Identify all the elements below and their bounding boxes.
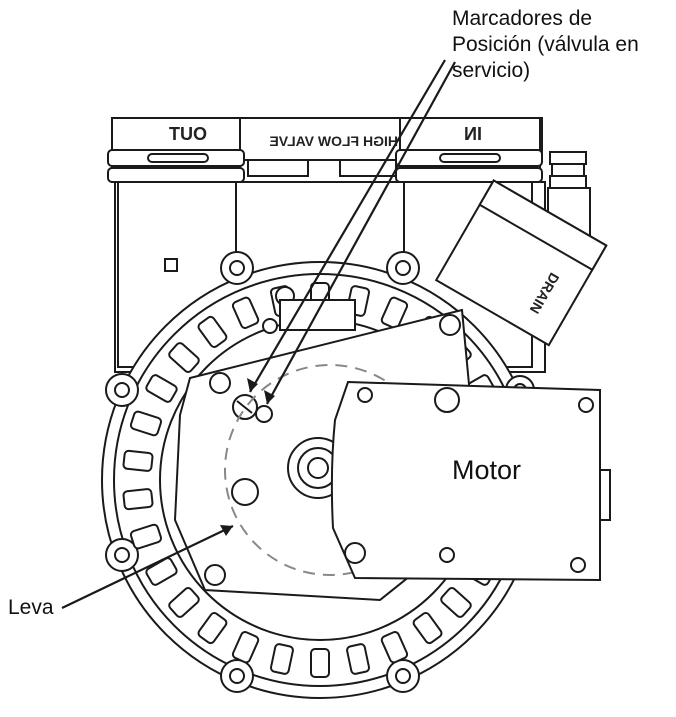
gear-slot (145, 557, 178, 586)
gear-slot (197, 612, 228, 645)
gear-slot (440, 587, 472, 618)
gear-slot (122, 488, 154, 511)
gear-slot (380, 631, 409, 664)
gear-slot (122, 449, 154, 472)
cam-hole (231, 478, 259, 506)
gear-slot (168, 587, 200, 618)
gear-slot (231, 631, 260, 664)
out-stamp: OUT (169, 124, 207, 144)
gear-slot (231, 296, 260, 329)
in-stamp: IN (464, 124, 482, 144)
gear-slot (310, 648, 330, 678)
gear-slot (129, 523, 163, 550)
housing-screws (105, 251, 535, 693)
motor-label: Motor (452, 455, 522, 485)
position-markers-label: Marcadores de Posición (válvula en servi… (452, 7, 639, 82)
gear-slot (346, 643, 371, 675)
gear-slot (129, 410, 163, 437)
gear-slot (197, 315, 228, 348)
high-flow-valve-stamp: HIGH FLOW VALVE (269, 133, 398, 149)
drain-housing (434, 179, 608, 347)
motor-body (330, 380, 601, 582)
gear-slot (168, 342, 200, 373)
gear-slot (269, 643, 294, 675)
gear-slot (380, 296, 409, 329)
gear-slot (412, 612, 443, 645)
small-square (164, 258, 178, 272)
leader-arrows (61, 59, 456, 609)
cam-label: Leva (8, 596, 54, 619)
gear-slot (145, 374, 178, 403)
